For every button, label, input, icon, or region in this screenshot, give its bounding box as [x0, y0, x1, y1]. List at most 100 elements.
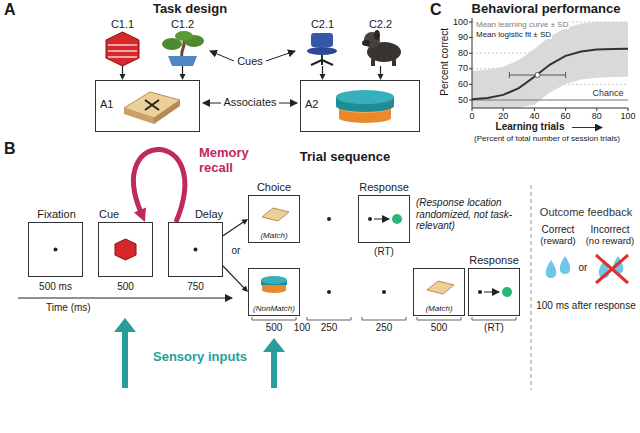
- logistic-fit: [535, 73, 540, 78]
- time-axis: [18, 298, 232, 299]
- connector-line: [322, 66, 323, 75]
- arrowhead: [134, 207, 146, 222]
- duration-bracket: [472, 317, 516, 320]
- plot-axis: [469, 22, 472, 23]
- chair-icon: [307, 33, 337, 65]
- text-label: (reward): [534, 236, 582, 247]
- connector: [180, 66, 186, 80]
- screen-heading: C1.1: [85, 18, 160, 31]
- plot-axis: [596, 108, 597, 111]
- duration-bracket: [307, 317, 351, 320]
- text-label: Trial sequence: [290, 150, 400, 165]
- bonsai-icon: [168, 56, 197, 66]
- fixation-dot: [382, 290, 386, 294]
- fixation-dot: [327, 217, 331, 221]
- reward-drops: [546, 256, 571, 278]
- screen: Fixation: [28, 222, 83, 277]
- connector: [134, 149, 185, 222]
- text-label: 50: [448, 95, 468, 105]
- text-label: 60: [448, 79, 468, 89]
- chair-icon: [307, 47, 337, 55]
- lantern-icon: [108, 50, 137, 52]
- text-label: Percent correct: [439, 22, 451, 102]
- disc-stack-icon: [336, 90, 394, 104]
- cue-image: C2.1: [300, 32, 345, 66]
- text-label: 500: [98, 281, 153, 293]
- screen-heading: Response: [458, 254, 530, 267]
- text-label: Sensory inputs: [145, 350, 255, 365]
- plot-axis: [469, 84, 472, 85]
- connector-line: [380, 66, 381, 75]
- screen-heading: Response: [348, 181, 420, 194]
- plot-axis: [469, 68, 472, 69]
- plot-axis: [472, 18, 473, 108]
- leader-arrow: [210, 51, 234, 61]
- text-label: 90: [448, 32, 468, 42]
- plot-axis: [472, 108, 473, 111]
- chair-icon: [311, 60, 322, 65]
- text-label: Mean learning curve ± SD: [475, 20, 569, 29]
- screen-heading: C1.2: [145, 18, 220, 31]
- chair-icon: [321, 60, 323, 65]
- tile-icon: [427, 281, 454, 294]
- lantern-icon: [108, 44, 137, 46]
- sensory-arrow: [122, 330, 128, 388]
- response-symbol: [502, 287, 512, 297]
- no-reward-drops: [596, 255, 628, 283]
- logistic-fit: [472, 49, 628, 99]
- text-label: Behavioral performance: [466, 2, 626, 17]
- screen-heading: C2.2: [343, 18, 418, 31]
- logistic-fit: [565, 72, 566, 78]
- logistic-fit: [509, 72, 510, 78]
- tile-icon: [154, 100, 180, 124]
- response-symbol: [484, 292, 499, 293]
- time-axis: [18, 298, 232, 299]
- no-reward-drops: [596, 255, 628, 283]
- text-label: (no reward): [584, 236, 636, 247]
- cue-image: C1.2: [160, 32, 205, 66]
- leader-arrow: [279, 103, 297, 104]
- text-label: Chance: [588, 88, 628, 98]
- text-label: (RT): [358, 246, 410, 258]
- text-label: 80: [585, 111, 609, 121]
- plot-axis: [469, 18, 628, 128]
- fixation-dot: [327, 290, 331, 294]
- connector: [378, 66, 384, 80]
- text-label: B: [4, 140, 24, 158]
- plot-axis: [503, 108, 504, 111]
- text-label: C: [430, 1, 450, 19]
- edge-label: Memory recall: [198, 146, 264, 176]
- text-label: 40: [522, 111, 546, 121]
- chance-line: [472, 100, 628, 101]
- node-label: (NonMatch): [249, 304, 299, 313]
- node-label: (Match): [249, 231, 299, 240]
- duration-bracket: [417, 317, 461, 320]
- text-label: (RT): [468, 322, 520, 334]
- lantern-icon: [106, 32, 139, 66]
- sensory-arrow: [263, 338, 285, 352]
- disc-stack-icon: [261, 276, 287, 284]
- bonsai-icon: [182, 40, 185, 58]
- chair-icon: [311, 33, 333, 47]
- screen-heading: Fixation: [19, 208, 94, 221]
- sensory-arrow: [114, 318, 285, 388]
- screen: Response: [468, 268, 520, 316]
- reward-drops: [546, 260, 557, 278]
- text-label: (Percent of total number of session tria…: [458, 134, 636, 143]
- text-label: Cues: [232, 55, 268, 68]
- screen-heading: C2.1: [285, 18, 360, 31]
- text-label: 500: [248, 322, 300, 334]
- text-label: 60: [554, 111, 578, 121]
- cue-image: C2.2: [358, 32, 403, 66]
- connector: [223, 219, 248, 236]
- plot-axis: [572, 127, 602, 128]
- arrowhead: [241, 219, 248, 225]
- sd-band: [472, 22, 628, 108]
- plot-axis: [472, 108, 628, 109]
- duration-bracket: [252, 317, 296, 320]
- connector: [320, 66, 326, 80]
- bonsai-icon: [162, 31, 204, 66]
- fixation-dot: [194, 248, 198, 252]
- divider: [531, 185, 532, 390]
